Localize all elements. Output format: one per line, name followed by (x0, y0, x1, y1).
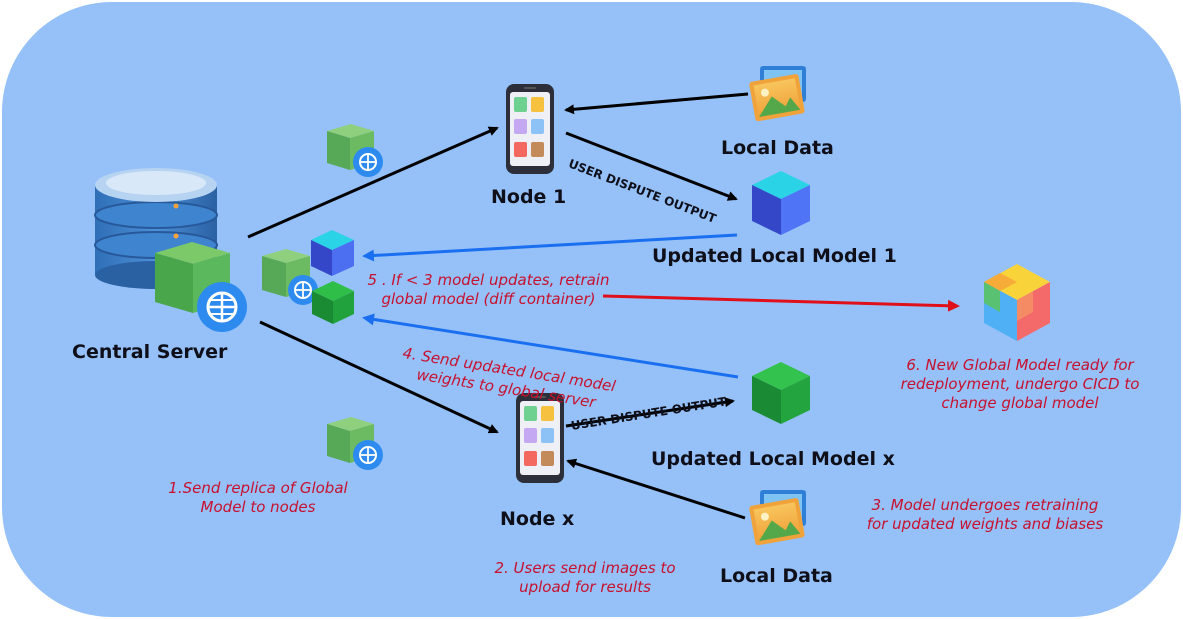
cube-icon (752, 362, 810, 424)
arrow-server-to-node1 (247, 126, 499, 239)
arrow-model1-to-server (362, 233, 738, 262)
container-globe-icon (327, 124, 383, 177)
updated-model-1-label: Updated Local Model 1 (652, 245, 897, 267)
image-icon (749, 66, 806, 122)
node-x-label: Node x (500, 508, 575, 530)
colorful-cube-icon (984, 264, 1050, 341)
image-icon (749, 490, 806, 546)
arrow-modelx-to-server (362, 313, 739, 379)
central-server-label: Central Server (72, 341, 228, 363)
phone-icon (506, 84, 554, 174)
arrow-localdata-to-nodex (566, 458, 746, 520)
node-1-label: Node 1 (491, 186, 567, 208)
cube-icon (752, 171, 810, 235)
container-globe-icon (262, 249, 318, 305)
local-data-x-label: Local Data (720, 565, 833, 587)
container-globe-icon (155, 242, 247, 332)
arrow-retrain-to-global-model (602, 294, 960, 312)
updated-model-x-label: Updated Local Model x (651, 448, 895, 470)
arrow-nodex-to-modelx (565, 397, 735, 428)
phone-icon (516, 393, 564, 483)
cube-icon (312, 281, 354, 324)
arrow-node1-to-model1 (565, 131, 738, 201)
local-data-1-label: Local Data (721, 137, 834, 159)
arrow-localdata-to-node1 (564, 92, 749, 115)
cube-icon (311, 230, 354, 276)
container-globe-icon (327, 417, 383, 470)
arrow-server-to-nodex (259, 320, 499, 434)
